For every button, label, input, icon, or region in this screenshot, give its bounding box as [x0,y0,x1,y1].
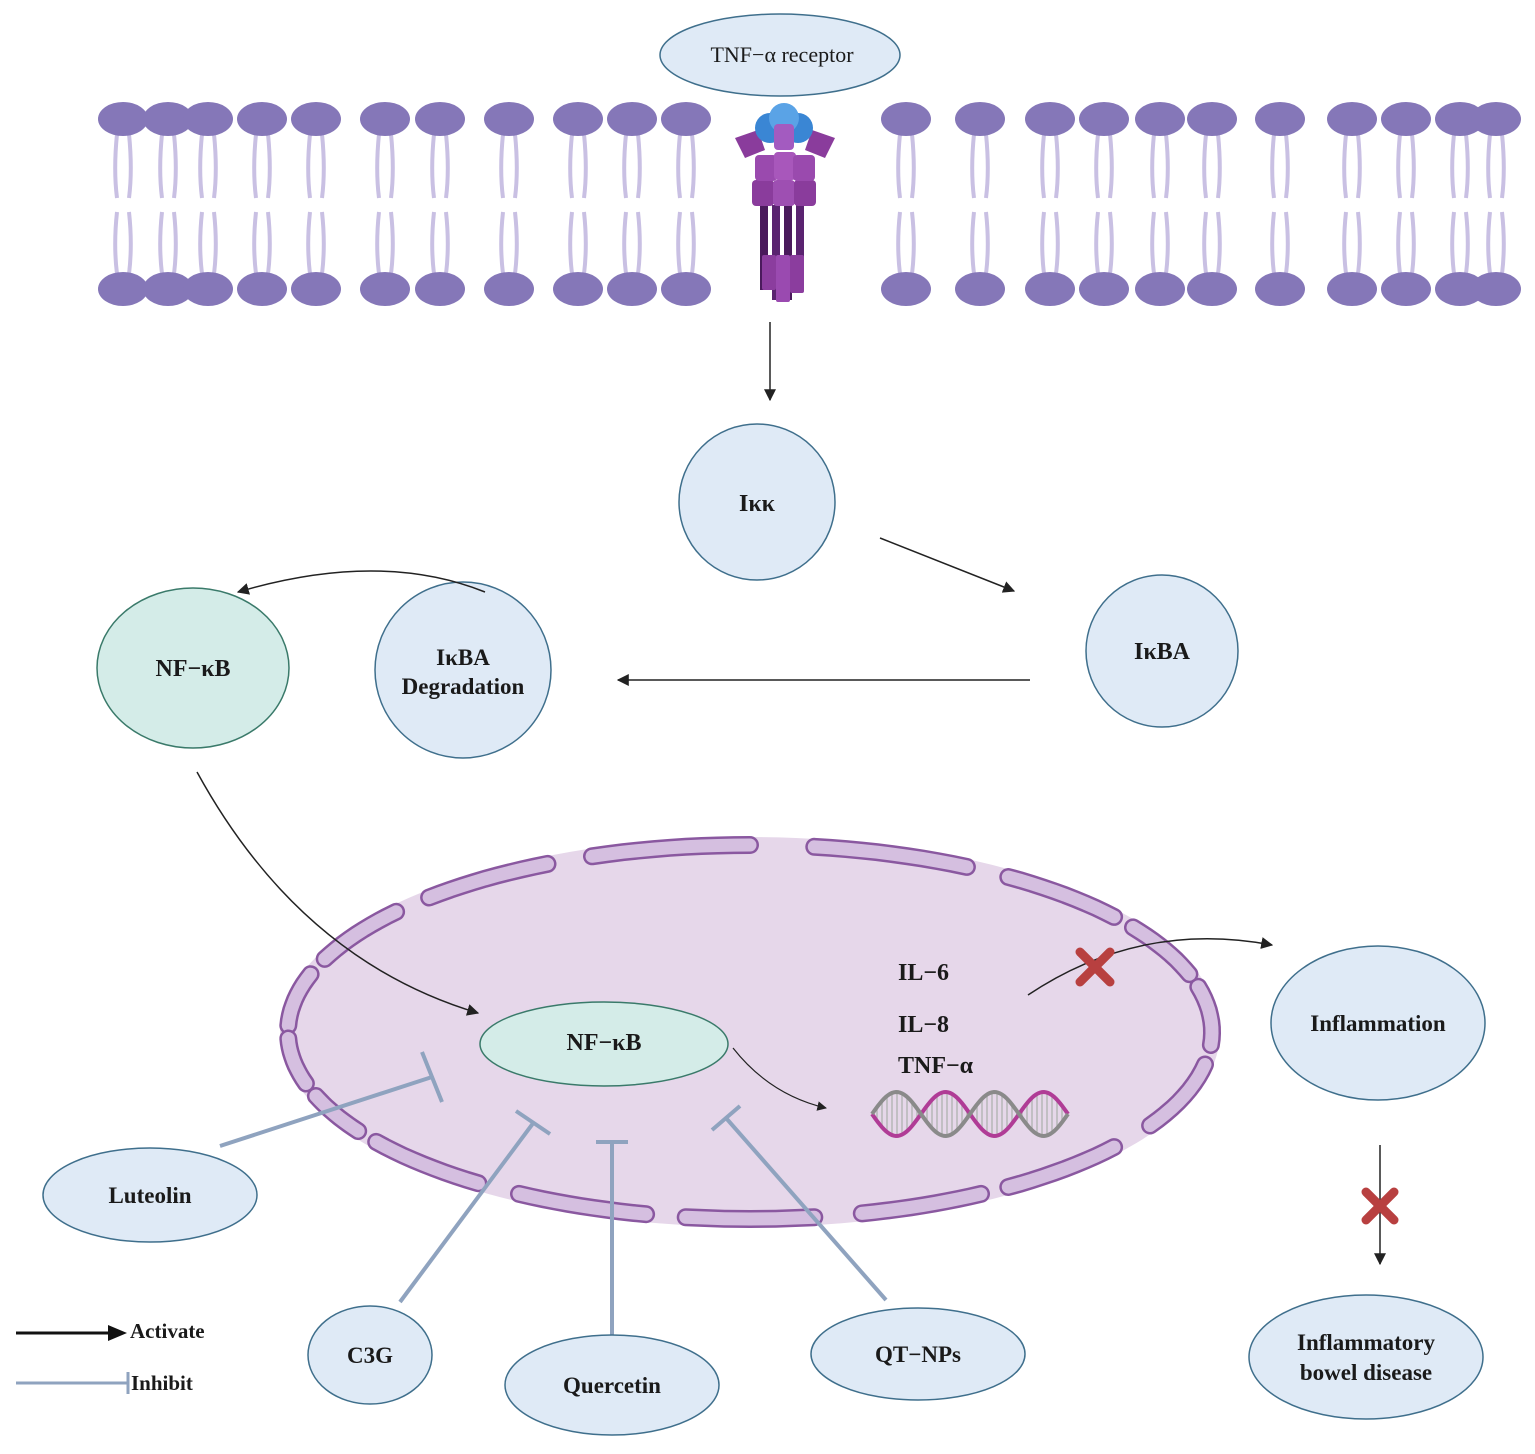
ibd-label-line2: bowel disease [1300,1360,1432,1385]
nfkb-cytoplasm-label: NF−κB [156,656,231,682]
inhibit-bar-c3g [514,1109,552,1136]
nfkb-cytoplasm-node [96,587,290,749]
cytokine-il8: IL−8 [898,1012,949,1038]
qt-nps-label: QT−NPs [875,1342,961,1367]
phospholipid [237,102,287,306]
cytokine-tnfa: TNF−α [898,1053,974,1079]
arrow-ikk-to-ikba [879,537,1016,593]
cytokine-il6: IL−6 [898,960,949,986]
c3g-label: C3G [347,1343,393,1368]
cell-membrane [98,102,1521,306]
phospholipid [484,102,534,306]
quercetin-node [504,1334,720,1436]
inhibit-line-c3g [398,1120,536,1304]
inflammation-label: Inflammation [1310,1011,1446,1036]
blocked-x-icon [1075,947,1115,987]
ibd-node [1248,1294,1484,1420]
legend: Activate Inhibit [16,1319,205,1395]
phospholipid [1471,102,1521,306]
ikk-label: Iκκ [739,491,776,517]
arrow-nfkb-to-dna [732,1047,827,1111]
inhibit-bar-qt-nps [710,1104,742,1132]
phospholipid [415,102,465,306]
inflammation-node [1270,945,1486,1101]
phospholipid [98,102,148,306]
inhibit-line-luteolin [219,1075,433,1148]
phospholipid [661,102,711,306]
ikk-node [678,423,836,581]
quercetin-label: Quercetin [563,1373,661,1398]
ikba-degradation-node [374,581,552,759]
inhibition-lines [219,1051,888,1335]
nfkb-nucleus-node [479,1001,729,1087]
receptor-label: TNF−α receptor [710,42,854,67]
phospholipid [360,102,410,306]
inhibit-bar-luteolin [420,1051,444,1103]
luteolin-label: Luteolin [108,1183,191,1208]
legend-inhibit-label: Inhibit [131,1371,193,1395]
arrow-nfkb-translocation [196,771,480,1016]
ibd-label-line1: Inflammatory [1297,1330,1435,1355]
phospholipid [1381,102,1431,306]
nuclear-envelope [279,836,1222,1229]
phospholipid [291,102,341,306]
receptor-label-ellipse [659,13,901,97]
phospholipid [881,102,931,306]
phospholipid [1435,102,1485,306]
phospholipid [1135,102,1185,306]
tnf-receptor-protein-icon [735,103,835,302]
phospholipid [955,102,1005,306]
phospholipid [607,102,657,306]
arrow-degradation-to-nfkb [236,570,486,595]
inhibit-line-qt-nps [724,1116,888,1302]
dna-helix-icon [870,1089,1070,1139]
phospholipid [143,102,193,306]
arrow-cytokines-to-inflammation [1027,937,1274,996]
phospholipid [1255,102,1305,306]
luteolin-node [42,1147,258,1243]
blocked-x-icon [1361,1187,1399,1225]
ikba-node [1085,574,1239,728]
phospholipid [1079,102,1129,306]
phospholipid [553,102,603,306]
qt-nps-node [810,1307,1026,1401]
phospholipid [1327,102,1377,306]
c3g-node [307,1305,433,1405]
phospholipid [1187,102,1237,306]
legend-activate-label: Activate [130,1319,205,1343]
ikba-label: IκBΑ [1134,639,1191,665]
phospholipid [183,102,233,306]
phospholipid [1025,102,1075,306]
nucleus [279,836,1222,1229]
nfkb-nucleus-label: NF−κB [567,1030,642,1056]
ikba-degradation-label-line2: Degradation [402,674,525,699]
ikba-degradation-label-line1: IκBΑ [436,645,490,670]
